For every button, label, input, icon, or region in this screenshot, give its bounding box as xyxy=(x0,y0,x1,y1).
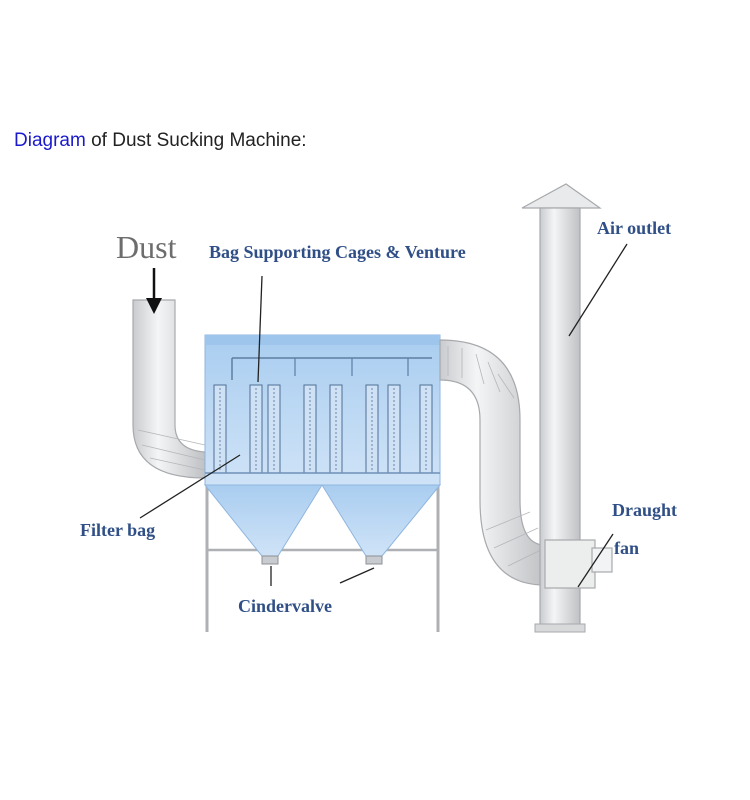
draught-label: Draught xyxy=(612,500,677,520)
leader-lines xyxy=(139,243,628,588)
page-heading: Diagram of Dust Sucking Machine: xyxy=(14,130,307,152)
draught-fan xyxy=(544,539,613,589)
bag-cages-label: Bag Supporting Cages & Venture xyxy=(209,242,466,262)
heading-connector: of xyxy=(91,130,107,151)
outlet-duct xyxy=(439,339,546,586)
filter-housing xyxy=(204,334,441,486)
air-outlet-label: Air outlet xyxy=(597,218,671,238)
cinder-valves xyxy=(261,555,383,565)
support-stand xyxy=(205,485,440,632)
dust-label: Dust xyxy=(116,229,177,265)
filter-bags xyxy=(213,384,433,474)
filter-bag-label: Filter bag xyxy=(80,520,155,540)
inlet-pipe xyxy=(132,299,206,479)
heading-title: Dust Sucking Machine: xyxy=(112,130,307,151)
dust-arrow xyxy=(146,268,162,314)
cindervalve-label: Cindervalve xyxy=(238,596,332,616)
hoppers xyxy=(203,484,442,557)
fan-label: fan xyxy=(614,538,639,558)
diagram-link[interactable]: Diagram xyxy=(14,130,86,151)
